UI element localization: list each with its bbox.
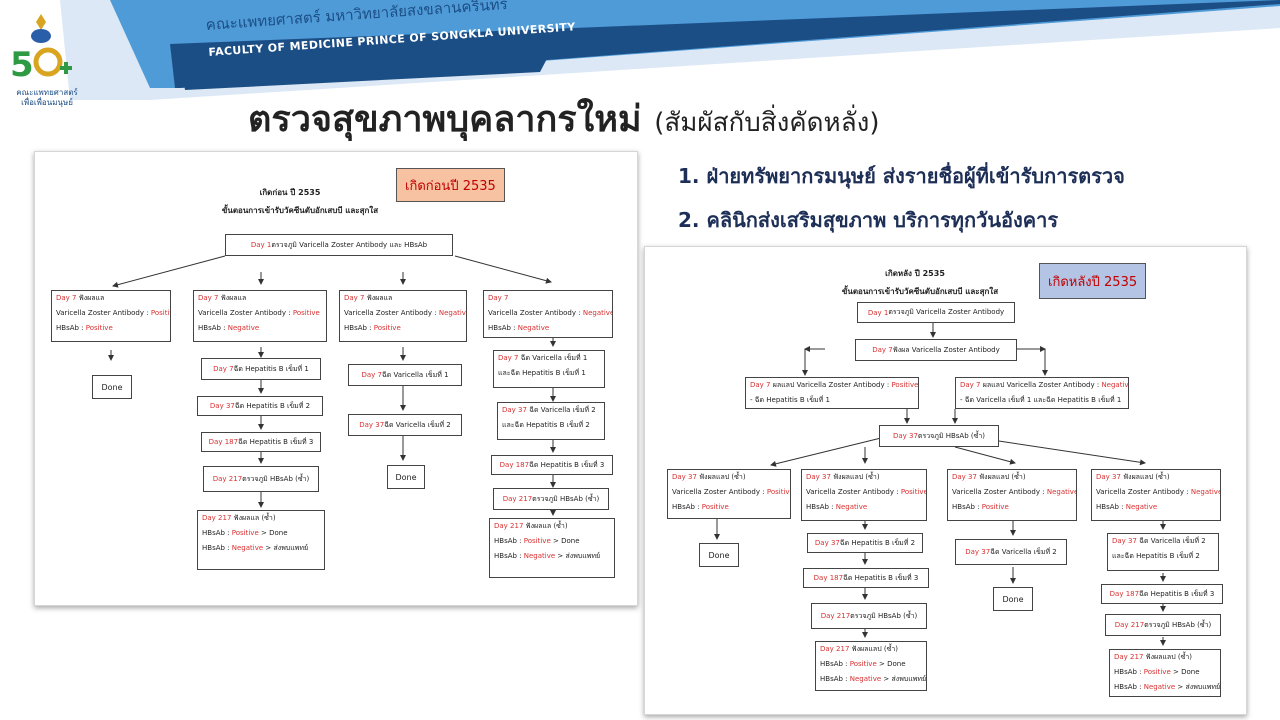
logo-caption: คณะแพทยศาสตร์ <box>16 88 78 97</box>
step-box: Day 37 ฉีด Varicella เข็มที่ 2 <box>955 539 1067 565</box>
day1-antibody-test-box: Day 1 ตรวจภูมิ Varicella Zoster Antibody <box>857 302 1015 323</box>
step-box: Day 187 ฉีด Hepatitis B เข็มที่ 3 <box>491 455 613 475</box>
done-box: Done <box>993 587 1033 611</box>
result-box-neg-neg: Day 7 Varicella Zoster Antibody : Negati… <box>483 290 613 338</box>
tag-born-after: เกิดหลังปี 2535 <box>1039 263 1147 299</box>
page-title-sub: (สัมผัสกับสิ่งคัดหลั่ง) <box>654 108 880 138</box>
50-years-logo-icon: 5 <box>10 14 72 82</box>
flowchart-heading: เกิดก่อน ปี 2535 <box>259 188 321 197</box>
step-box: Day 37 ฉีด Varicella เข็มที่ 2 <box>348 414 462 436</box>
step-box: Day 7 ฉีด Varicella เข็มที่ 1 และฉีด Hep… <box>493 350 605 388</box>
flowchart-heading: เกิดหลัง ปี 2535 <box>885 269 945 278</box>
step-box: Day 217 ตรวจภูมิ HBsAb (ซ้ำ) <box>493 488 609 510</box>
flowchart-born-after-2535: เกิดหลังปี 2535 เกิดหลัง ปี 2535 ขั้นตอน… <box>644 246 1247 715</box>
step-box: Day 187 ฉีด Hepatitis B เข็มที่ 3 <box>803 568 929 588</box>
step-box: Day 37 ฉีด Hepatitis B เข็มที่ 2 <box>197 396 323 416</box>
header-band <box>60 0 1280 100</box>
step-box: Day 37 ฉีด Hepatitis B เข็มที่ 2 <box>807 533 923 553</box>
final-result-box: Day 217 ฟังผลแลป (ซ้ำ) HBsAb : Positive … <box>815 641 927 691</box>
final-result-box: Day 217 ฟังผลแลป (ซ้ำ) HBsAb : Positive … <box>1109 649 1221 697</box>
final-result-box: Day 217 ฟังผลแล (ซ้ำ) HBsAb : Positive >… <box>489 518 615 578</box>
page-title-main: ตรวจสุขภาพบุคลากรใหม่ <box>248 99 642 140</box>
result-box-pos-pos: Day 37 ฟังผลแลป (ซ้ำ) Varicella Zoster A… <box>667 469 791 519</box>
day37-hbsab-test-box: Day 37 ตรวจภูมิ HBsAb (ซ้ำ) <box>879 425 999 447</box>
tag-born-before: เกิดก่อนปี 2535 <box>396 168 505 202</box>
step-box: Day 7 ฉีด Varicella เข็มที่ 1 <box>348 364 462 386</box>
done-box: Done <box>387 465 425 489</box>
split-box-positive: Day 7 ผลแลป Varicella Zoster Antibody : … <box>745 377 919 409</box>
logo-motto: เพื่อเพื่อนมนุษย์ <box>21 98 73 107</box>
result-box-pos-pos: Day 7 ฟังผลแล Varicella Zoster Antibody … <box>51 290 171 342</box>
flowchart-connectors <box>714 323 1166 646</box>
step-2: 2. คลินิกส่งเสริมสุขภาพ บริการทุกวันอังค… <box>678 208 1059 232</box>
flowchart-born-before-2535: เกิดก่อนปี 2535 เกิดก่อน ปี 2535 ขั้นตอน… <box>34 151 638 606</box>
result-box-neg-neg: Day 37 ฟังผลแลป (ซ้ำ) Varicella Zoster A… <box>1091 469 1221 521</box>
final-result-box: Day 217 ฟังผลแล (ซ้ำ) HBsAb : Positive >… <box>197 510 325 570</box>
step-box: Day 37 ฉีด Varicella เข็มที่ 2 และฉีด He… <box>497 402 605 440</box>
day1-antibody-test-box: Day 1 ตรวจภูมิ Varicella Zoster Antibody… <box>225 234 453 256</box>
step-box: Day 217 ตรวจภูมิ HBsAb (ซ้ำ) <box>811 603 927 629</box>
flowchart-connectors <box>108 255 556 516</box>
flowchart-subheading: ขั้นตอนการเข้ารับวัคซีนตับอักเสบบี และสุ… <box>221 206 379 215</box>
page-title: ตรวจสุขภาพบุคลากรใหม่ (สัมผัสกับสิ่งคัดห… <box>248 90 879 147</box>
split-box-negative: Day 7 ผลแลป Varicella Zoster Antibody : … <box>955 377 1129 409</box>
flowchart-subheading: ขั้นตอนการเข้ารับวัคซีนตับอักเสบบี และสุ… <box>841 287 999 296</box>
step-box: Day 7 ฉีด Hepatitis B เข็มที่ 1 <box>201 358 321 380</box>
result-box-pos-neg: Day 7 ฟังผลแล Varicella Zoster Antibody … <box>193 290 327 342</box>
result-box-neg-pos: Day 37 ฟังผลแลป (ซ้ำ) Varicella Zoster A… <box>947 469 1077 521</box>
result-box-neg-pos: Day 7 ฟังผลแล Varicella Zoster Antibody … <box>339 290 467 342</box>
step-box: Day 187 ฉีด Hepatitis B เข็มที่ 3 <box>201 432 321 452</box>
step-box: Day 217 ตรวจภูมิ HBsAb (ซ้ำ) <box>203 466 319 492</box>
day7-result-box: Day 7 ฟังผล Varicella Zoster Antibody <box>855 339 1017 361</box>
done-box: Done <box>699 543 739 567</box>
step-1: 1. ฝ่ายทรัพยากรมนุษย์ ส่งรายชื่อผู้ที่เข… <box>678 164 1125 188</box>
result-box-pos-neg: Day 37 ฟังผลแลป (ซ้ำ) Varicella Zoster A… <box>801 469 927 521</box>
done-box: Done <box>92 375 132 399</box>
step-box: Day 217 ตรวจภูมิ HBsAb (ซ้ำ) <box>1105 614 1221 636</box>
step-box: Day 37 ฉีด Varicella เข็มที่ 2 และฉีด He… <box>1107 533 1219 571</box>
svg-text:5: 5 <box>10 45 34 82</box>
step-box: Day 187 ฉีด Hepatitis B เข็มที่ 3 <box>1101 584 1223 604</box>
